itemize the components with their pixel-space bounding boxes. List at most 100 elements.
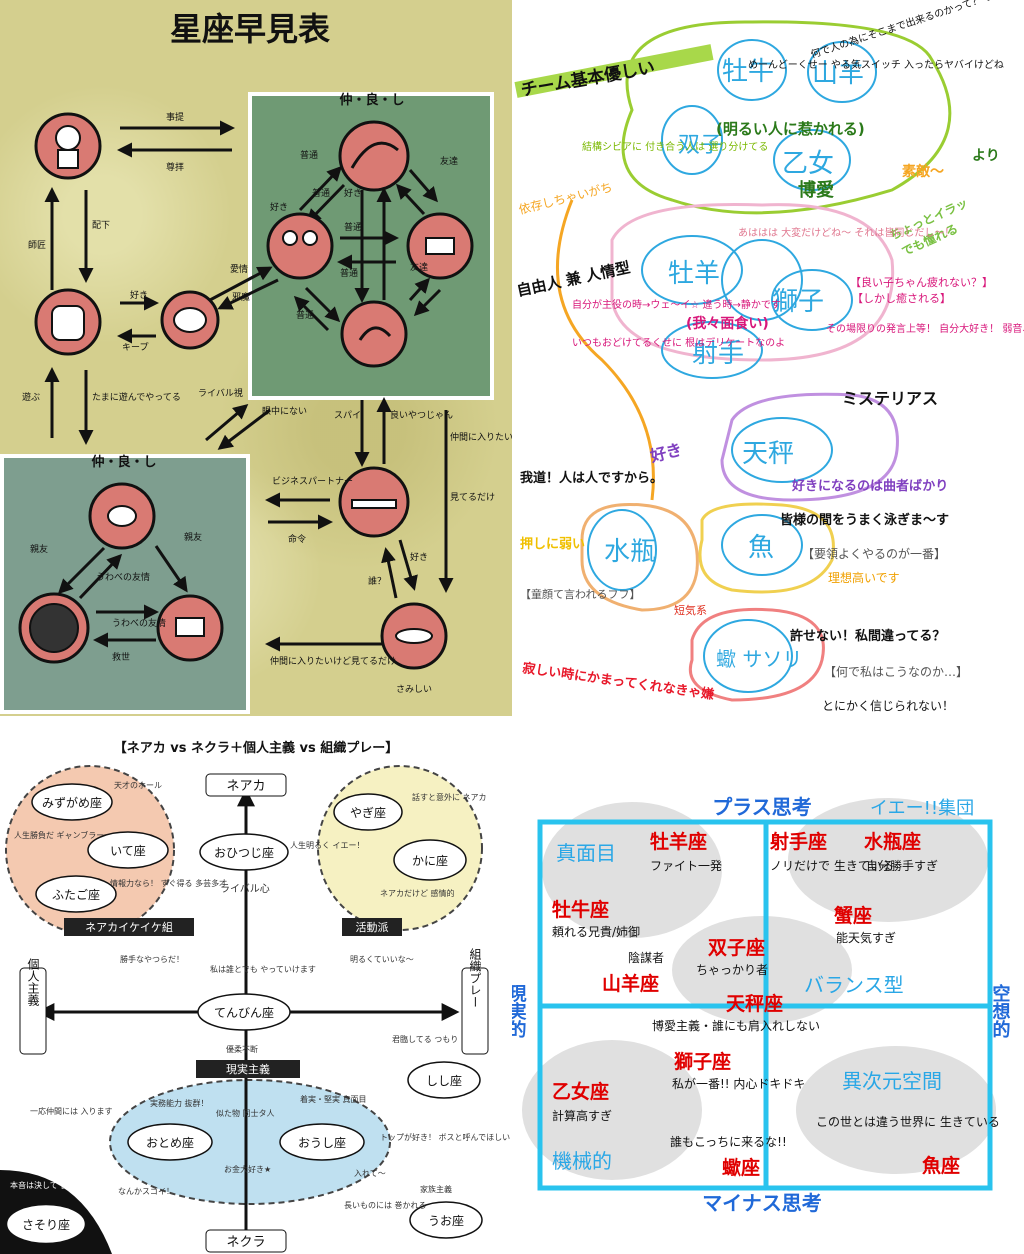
svg-text:お金大好き★: お金大好き★ (224, 1164, 271, 1174)
svg-text:天秤: 天秤 (742, 439, 794, 469)
svg-text:長いものには 巻かれろ: 長いものには 巻かれろ (344, 1200, 427, 1210)
loop-purple (720, 392, 899, 502)
svg-text:良いやつじゃん: 良いやつじゃん (390, 409, 453, 421)
soft-blobs (522, 798, 996, 1180)
menkui-label: (我々面食い) (686, 315, 769, 332)
panel1-svg: 星座早見表 仲・良・し 仲・良・し 事提 尊拝 師匠 配下 好き キープ 愛情 … (0, 10, 512, 714)
uo-label: うお座 (428, 1213, 464, 1228)
sign-handwriting: 牡牛 山羊 双子 乙女 牡羊 獅子 射手 天秤 水瓶 魚 蠍 サソリ (604, 57, 864, 671)
svg-text:親友: 親友 (30, 543, 48, 555)
sign-bubbles (587, 39, 877, 693)
bright-label: (明るい人に惹かれる) (716, 120, 865, 138)
svg-text:親友: 親友 (184, 531, 202, 543)
loop-yellow (698, 502, 835, 594)
yori-label: より (972, 148, 1000, 164)
svg-text:命令: 命令 (288, 533, 306, 545)
kuso-label: 空想的 (990, 983, 1011, 1039)
svg-text:普通: 普通 (296, 309, 314, 321)
uo-desc: この世とは違う世界に 生きている (816, 1115, 1000, 1129)
crab-icon (107, 505, 137, 527)
panel1-title: 星座早見表 (170, 10, 330, 48)
svg-text:ネアカだけど 感情的: ネアカだけど 感情的 (380, 888, 455, 898)
ite-label: いて座 (110, 843, 146, 858)
plus-minus-chart-panel: プラス思考 イエー!!集団 真面目 牡羊座 ファイト一発 射手座 ノリだけで 生… (512, 730, 1024, 1254)
lion-icon (29, 603, 79, 653)
tenbin-label: 天秤座 (726, 992, 783, 1015)
quote-twins: 結構シビアに 付き合う人は 選り分けてる (582, 140, 768, 153)
goat-icon (425, 237, 455, 255)
svg-text:ビジネスパートナー: ビジネスパートナー (272, 476, 353, 487)
tenbin-desc: 博愛主義・誰にも肩入れしない (652, 1018, 820, 1033)
futago-label: 双子座 (708, 936, 765, 959)
ohitsuji-label: 牡羊座 (650, 830, 707, 853)
soshiki-box (461, 967, 489, 1055)
suteki-label: 素敵～ (902, 163, 944, 180)
svg-text:仲間に入りたいけど: 仲間に入りたいけど (450, 431, 512, 443)
svg-text:魚: 魚 (748, 533, 774, 563)
twin-right-icon (302, 230, 318, 246)
svg-text:うわべの友情: うわべの友情 (96, 571, 150, 583)
genjitsu-label: 現実主義 (226, 1062, 270, 1076)
nekura-box (205, 1229, 287, 1253)
shuyaku-quote: 自分が主役の時→ウェ～イ☆ 違う時→静かです (572, 298, 781, 311)
oushi-label: おうし座 (298, 1135, 346, 1150)
sagittarius-circle (338, 120, 410, 192)
ite-desc: ノリだけで 生きている (770, 859, 894, 873)
hand-drawn-loops (555, 20, 952, 702)
katsudo-band (342, 918, 402, 936)
ohitsuji-desc: ファイト一発 (650, 859, 722, 873)
group-label-top: 仲・良・し (339, 92, 404, 108)
svg-text:山羊: 山羊 (812, 59, 864, 89)
aha-quote: あははは 大変だけどね～ それは皆同じだし～！ (738, 226, 954, 239)
izon-label: 依存しちゃいがち (517, 179, 614, 217)
sign-icons (29, 125, 455, 653)
neaka-box (205, 773, 287, 797)
neakaikeike-band (64, 918, 194, 936)
svg-text:眼中にない: 眼中にない (262, 405, 307, 417)
ie-label: イエー!!集団 (870, 798, 974, 819)
svg-text:トップが好き！ ボスと呼んでほしい: トップが好き！ ボスと呼んでほしい (380, 1132, 510, 1142)
genjitsu-label: 現実的 (512, 984, 527, 1039)
stroke-orange (555, 199, 655, 501)
svg-text:ライバル視: ライバル視 (198, 387, 243, 399)
svg-text:人生勝負だ ギャンブラー: 人生勝負だ ギャンブラー (14, 830, 104, 840)
cow-icon (175, 617, 205, 637)
ijigen-label: 異次元空間 (842, 1069, 942, 1093)
katsudo-label: 活動派 (356, 920, 389, 934)
svg-text:普通: 普通 (312, 187, 330, 199)
otome-label: 乙女座 (552, 1080, 609, 1103)
svg-text:天才のホール: 天才のホール (114, 780, 162, 790)
svg-text:普通: 普通 (300, 149, 318, 161)
riso-label: 理想高いです (828, 570, 900, 585)
svg-text:君臨してる つもり: 君臨してる つもり (392, 1034, 458, 1044)
genjitsu-group-ellipse (109, 1079, 391, 1205)
axis-right-label: 組織プレー (468, 948, 482, 1008)
svg-text:水瓶: 水瓶 (604, 537, 656, 567)
svg-text:たまに遊んでやってる: たまに遊んでやってる (92, 391, 181, 403)
svg-text:師匠: 師匠 (28, 239, 46, 251)
axis-left-label: 個人主義 (26, 958, 40, 1006)
svg-text:友達: 友達 (410, 261, 428, 273)
tonikaku-label: とにかく信じられない！ (822, 699, 954, 713)
svg-text:入れて～: 入れて～ (354, 1169, 386, 1178)
oushi-desc: 頼れる兄貴/姉御 (552, 924, 640, 939)
svg-text:一応仲間には 入ります: 一応仲間には 入ります (30, 1106, 113, 1116)
svg-text:好き: 好き (270, 201, 288, 213)
svg-text:獅子: 獅子 (772, 287, 824, 317)
axis-bottom-label: ネクラ (226, 1235, 265, 1250)
personality-map-panel: 牡牛 山羊 双子 乙女 牡羊 獅子 射手 天秤 水瓶 魚 蠍 サソリ チーム基本… (512, 0, 1024, 730)
kojin-box (19, 967, 47, 1055)
shishi-label: しし座 (426, 1073, 462, 1088)
neakaikeike-label: ネアカイケイケ組 (85, 921, 173, 934)
gemini-circle (266, 212, 334, 280)
suki-label: 好き (647, 440, 684, 466)
svg-text:普通: 普通 (340, 267, 358, 279)
otome-desc: 計算高すぎ (552, 1108, 612, 1123)
svg-text:情報力なら！ すぐ得る 多芸多才: 情報力なら！ すぐ得る 多芸多才 (110, 878, 227, 888)
iiko-label: 【良い子ちゃん疲れない？】 (850, 275, 993, 289)
svg-text:人生明るく イエー！: 人生明るく イエー！ (290, 840, 364, 850)
svg-text:普通: 普通 (344, 221, 362, 233)
highlight-head (514, 44, 714, 98)
scorpion-icon (358, 326, 392, 341)
shishi-desc: 私が一番!! 内心ドキドキ (672, 1076, 805, 1091)
